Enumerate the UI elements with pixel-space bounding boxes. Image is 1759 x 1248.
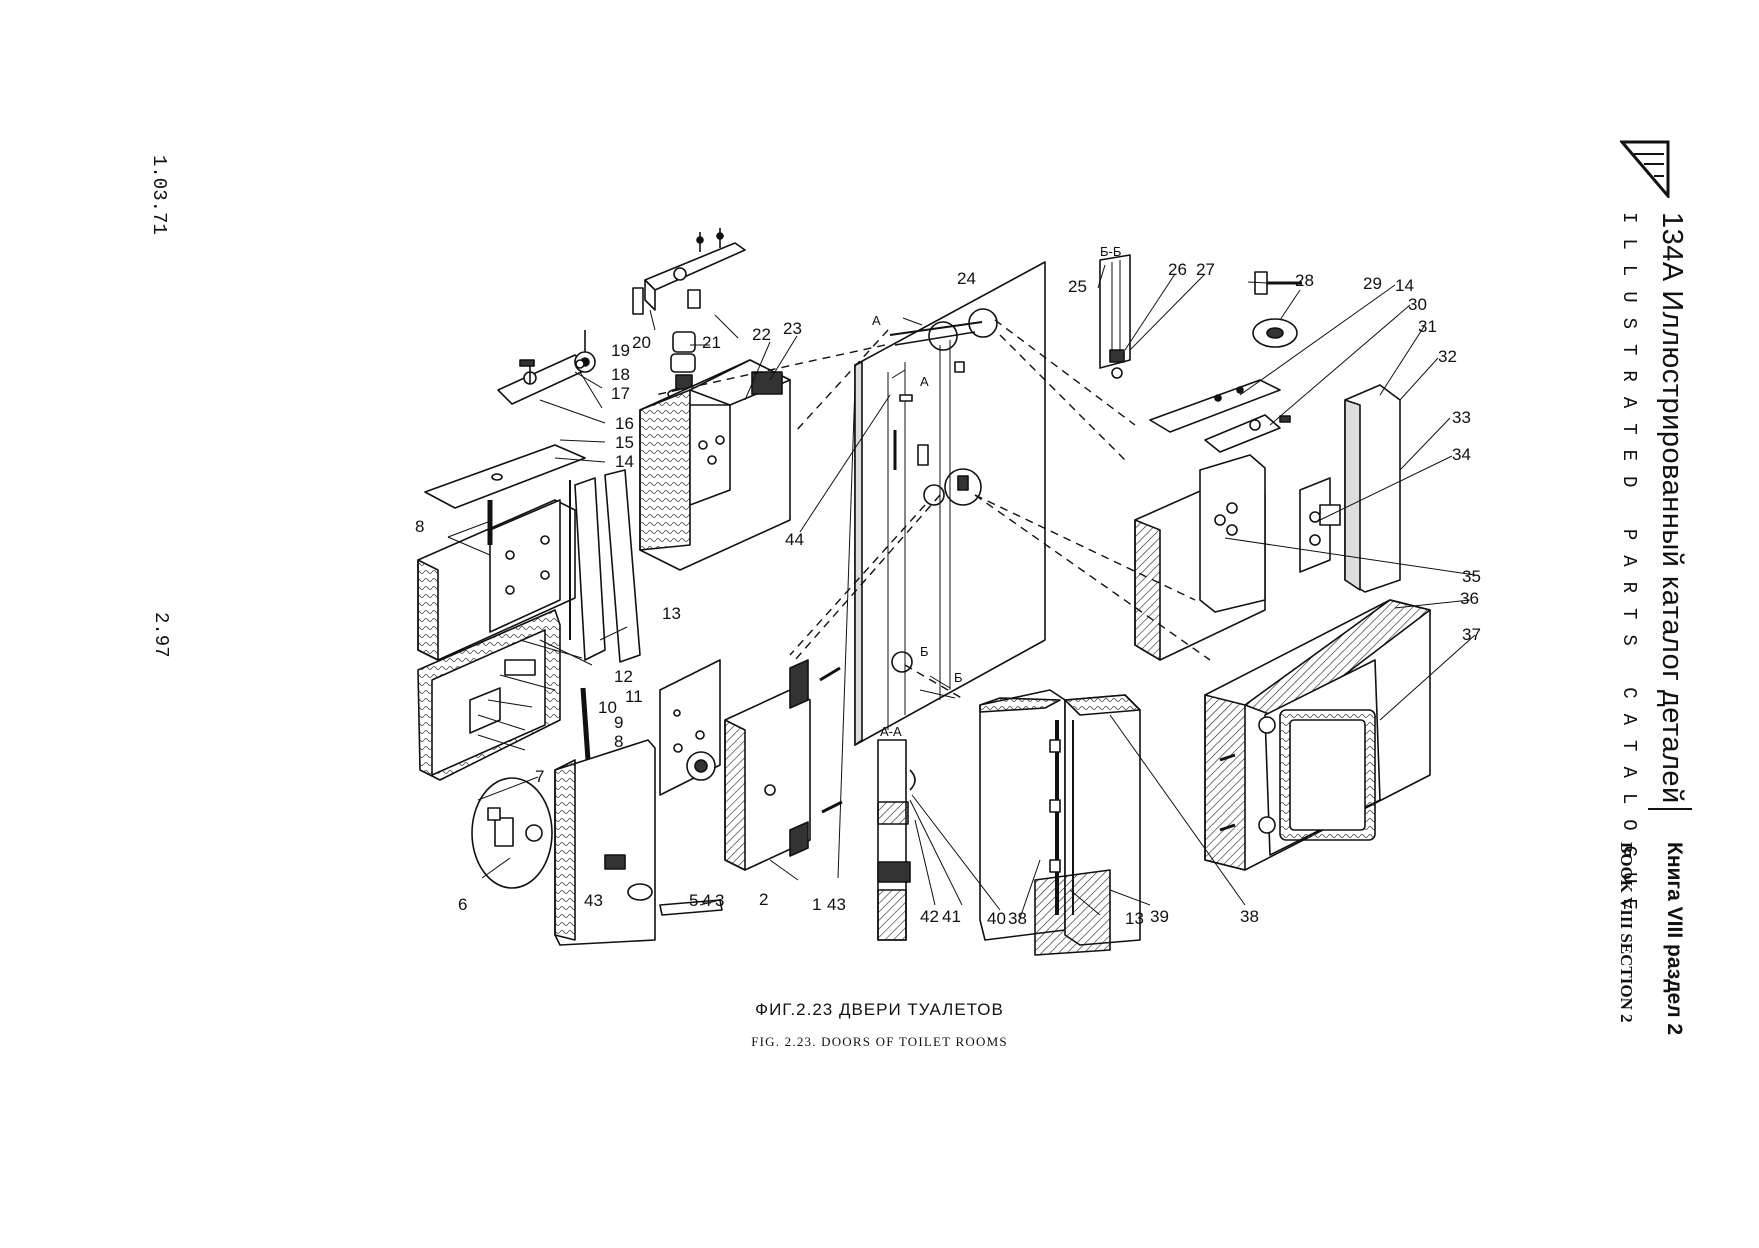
callout-20: 20	[632, 333, 651, 352]
callout-19: 19	[611, 341, 630, 360]
section-label-b2: Б	[954, 670, 963, 685]
callout-5: 5	[689, 891, 698, 910]
callout-13b: 13	[1125, 909, 1144, 928]
callout-37: 37	[1462, 625, 1481, 644]
leader-lines	[447, 264, 1476, 919]
callout-22: 22	[752, 325, 771, 344]
callout-31: 31	[1418, 317, 1437, 336]
lock-assembly	[471, 659, 843, 946]
callout-8a: 8	[415, 517, 424, 536]
section-label-a2: А	[920, 374, 929, 389]
callout-7: 7	[535, 767, 544, 786]
section-label-b1: Б	[920, 644, 929, 659]
callout-14a: 14	[615, 452, 634, 471]
callout-21: 21	[702, 333, 721, 352]
callout-3: 3	[715, 891, 724, 910]
callout-38b: 38	[1240, 907, 1259, 926]
callout-39: 39	[1150, 907, 1169, 926]
callout-labels: 1 2 3 4 5 6 7 8 8 9 10 11 12 13 13 14 14…	[415, 260, 1481, 928]
section-a-a	[877, 739, 916, 941]
callout-40: 40	[987, 909, 1006, 928]
callout-30: 30	[1408, 295, 1427, 314]
top-hinge-block	[639, 359, 791, 571]
explode-lines	[654, 319, 1211, 701]
logo-triangle-icon	[1618, 140, 1670, 201]
callout-23: 23	[783, 319, 802, 338]
callout-26: 26	[1168, 260, 1187, 279]
callout-6: 6	[458, 895, 467, 914]
callout-43b: 43	[584, 891, 603, 910]
callout-13a: 13	[662, 604, 681, 623]
top-right-bracket	[1149, 271, 1401, 593]
section-label-a1: А	[872, 313, 881, 328]
callout-24: 24	[957, 269, 976, 288]
left-door-frame	[417, 469, 641, 781]
callout-25: 25	[1068, 277, 1087, 296]
callout-17: 17	[611, 384, 630, 403]
right-hinge-block	[1134, 454, 1266, 661]
callout-12: 12	[614, 667, 633, 686]
callout-35: 35	[1462, 567, 1481, 586]
callout-36: 36	[1460, 589, 1479, 608]
callout-2: 2	[759, 890, 768, 909]
section-label-aa: А-А	[880, 724, 902, 739]
callout-10: 10	[598, 698, 617, 717]
callout-33: 33	[1452, 408, 1471, 427]
callout-38a: 38	[1008, 909, 1027, 928]
callout-4: 4	[702, 891, 711, 910]
callout-14b: 14	[1395, 276, 1414, 295]
callout-41: 41	[942, 907, 961, 926]
callout-1: 1	[812, 895, 821, 914]
section-b-b	[1099, 254, 1131, 379]
section-label-bb: Б-Б	[1100, 244, 1121, 259]
callout-8b: 8	[614, 732, 623, 751]
callout-9: 9	[614, 713, 623, 732]
figure-caption-en: FIG. 2.23. DOORS OF TOILET ROOMS	[751, 1034, 1008, 1049]
callout-32: 32	[1438, 347, 1457, 366]
catalogue-logo	[1618, 140, 1670, 201]
callout-43a: 43	[827, 895, 846, 914]
figure-caption-ru: ФИГ.2.23 ДВЕРИ ТУАЛЕТОВ	[755, 1000, 1004, 1019]
header-divider	[1648, 808, 1692, 810]
callout-29: 29	[1363, 274, 1382, 293]
callout-44: 44	[785, 530, 804, 549]
piano-hinge-frame	[979, 689, 1141, 956]
callout-34: 34	[1452, 445, 1471, 464]
callout-11: 11	[625, 687, 643, 706]
pull-handle-door	[1204, 599, 1431, 871]
callout-16: 16	[615, 414, 634, 433]
strike-plate	[424, 330, 596, 509]
callout-18: 18	[611, 365, 630, 384]
callout-28: 28	[1295, 271, 1314, 290]
callout-42: 42	[920, 907, 939, 926]
callout-27: 27	[1196, 260, 1215, 279]
callout-15: 15	[615, 433, 634, 452]
door-leaf	[854, 261, 1046, 746]
